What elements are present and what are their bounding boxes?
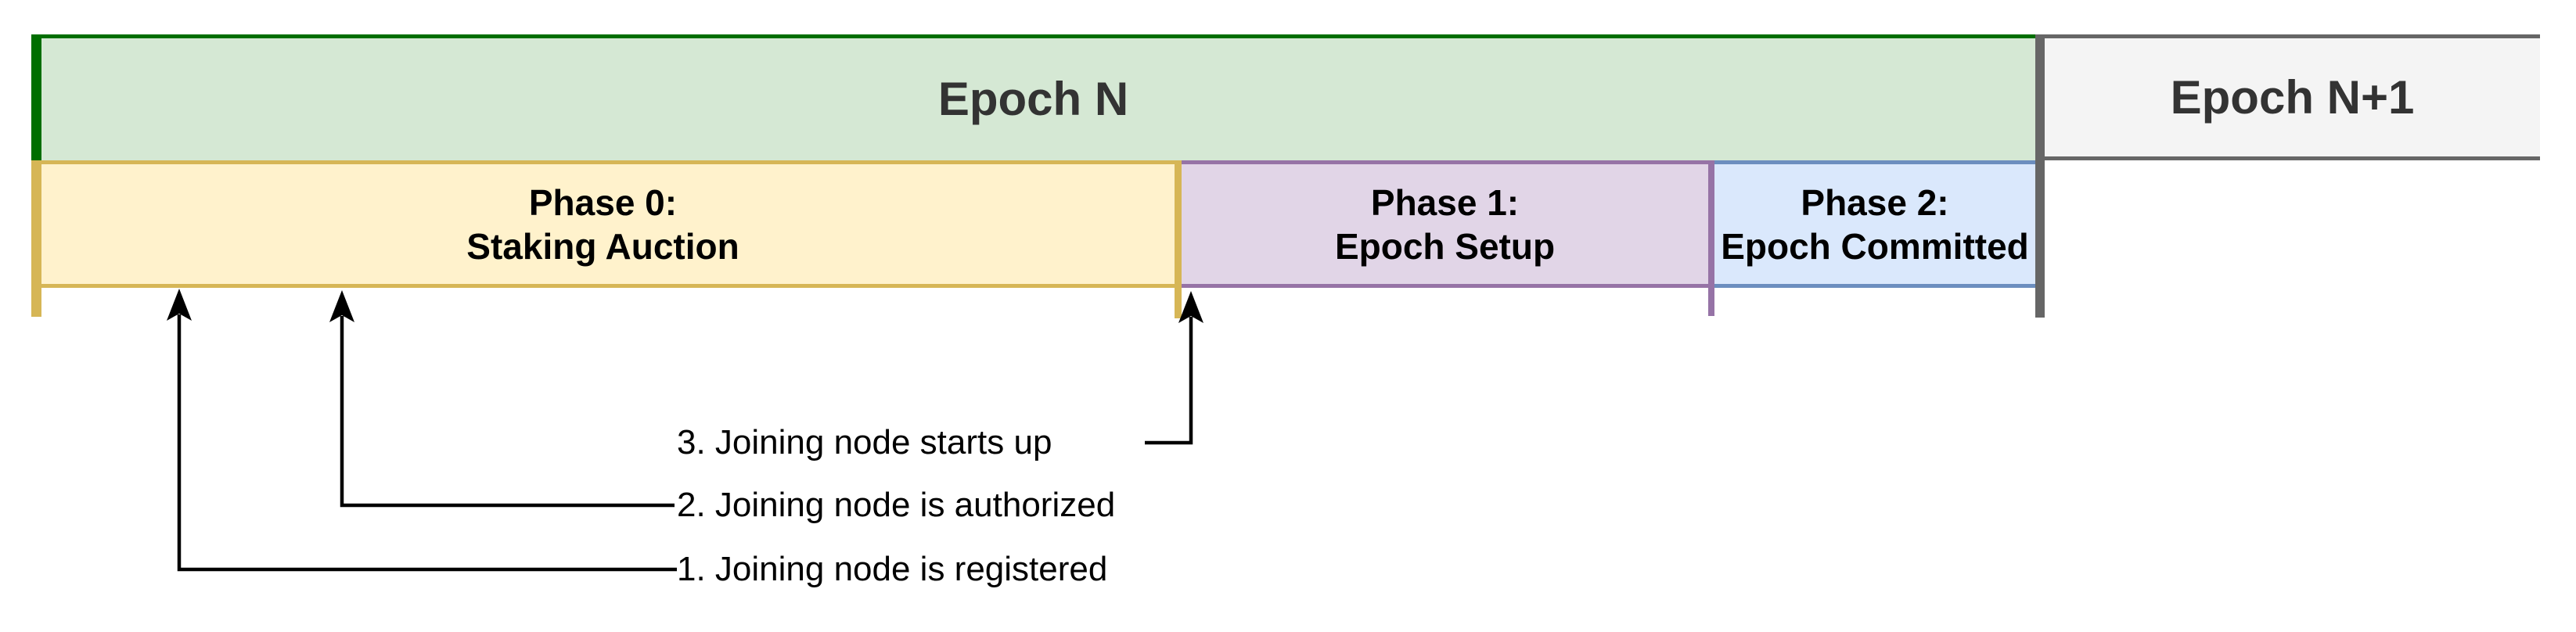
epoch-n-start-tick [31,34,41,160]
phase-2-epoch-committed-box: Phase 2: Epoch Committed [1714,160,2035,288]
epoch-n-plus-1-box: Epoch N+1 [2045,34,2540,160]
arrow-3-head-icon [1178,291,1203,323]
phase-1-epoch-setup-box: Phase 1: Epoch Setup [1182,160,1708,288]
phase-0-end-tick [1175,160,1182,318]
epoch-n-box: Epoch N [31,34,2035,160]
phase-0-label-line2: Staking Auction [466,225,739,267]
phase-2-label-line1: Phase 2: [1801,181,1949,223]
epoch-n-plus-1-start-tick [2035,34,2045,318]
arrow-1-head-icon [167,289,192,321]
phase-1-label-line1: Phase 1: [1370,181,1520,223]
epoch-n-label: Epoch N [937,73,1129,125]
annotation-label-2: 2. Joining node is authorized [677,486,1116,524]
phase-2-label-line2: Epoch Committed [1721,225,2029,267]
arrow-2-head-icon [329,290,354,322]
epoch-n-plus-1-label: Epoch N+1 [2170,70,2415,124]
arrow-1-line [177,314,677,572]
arrow-2-line [340,316,675,508]
phase-2-label: Phase 2: Epoch Committed [1721,181,2029,268]
phase-0-label: Phase 0: Staking Auction [466,181,739,268]
annotation-label-3: 3. Joining node starts up [677,423,1052,461]
arrow-3-line [1145,317,1193,445]
phase-0-start-tick [31,160,41,317]
phase-0-staking-auction-box: Phase 0: Staking Auction [31,160,1175,288]
phase-1-label-line2: Epoch Setup [1334,225,1556,267]
phase-1-end-tick [1708,160,1714,316]
phase-1-label: Phase 1: Epoch Setup [1335,181,1555,268]
annotation-label-1: 1. Joining node is registered [677,550,1108,588]
phase-0-label-line1: Phase 0: [528,181,678,223]
